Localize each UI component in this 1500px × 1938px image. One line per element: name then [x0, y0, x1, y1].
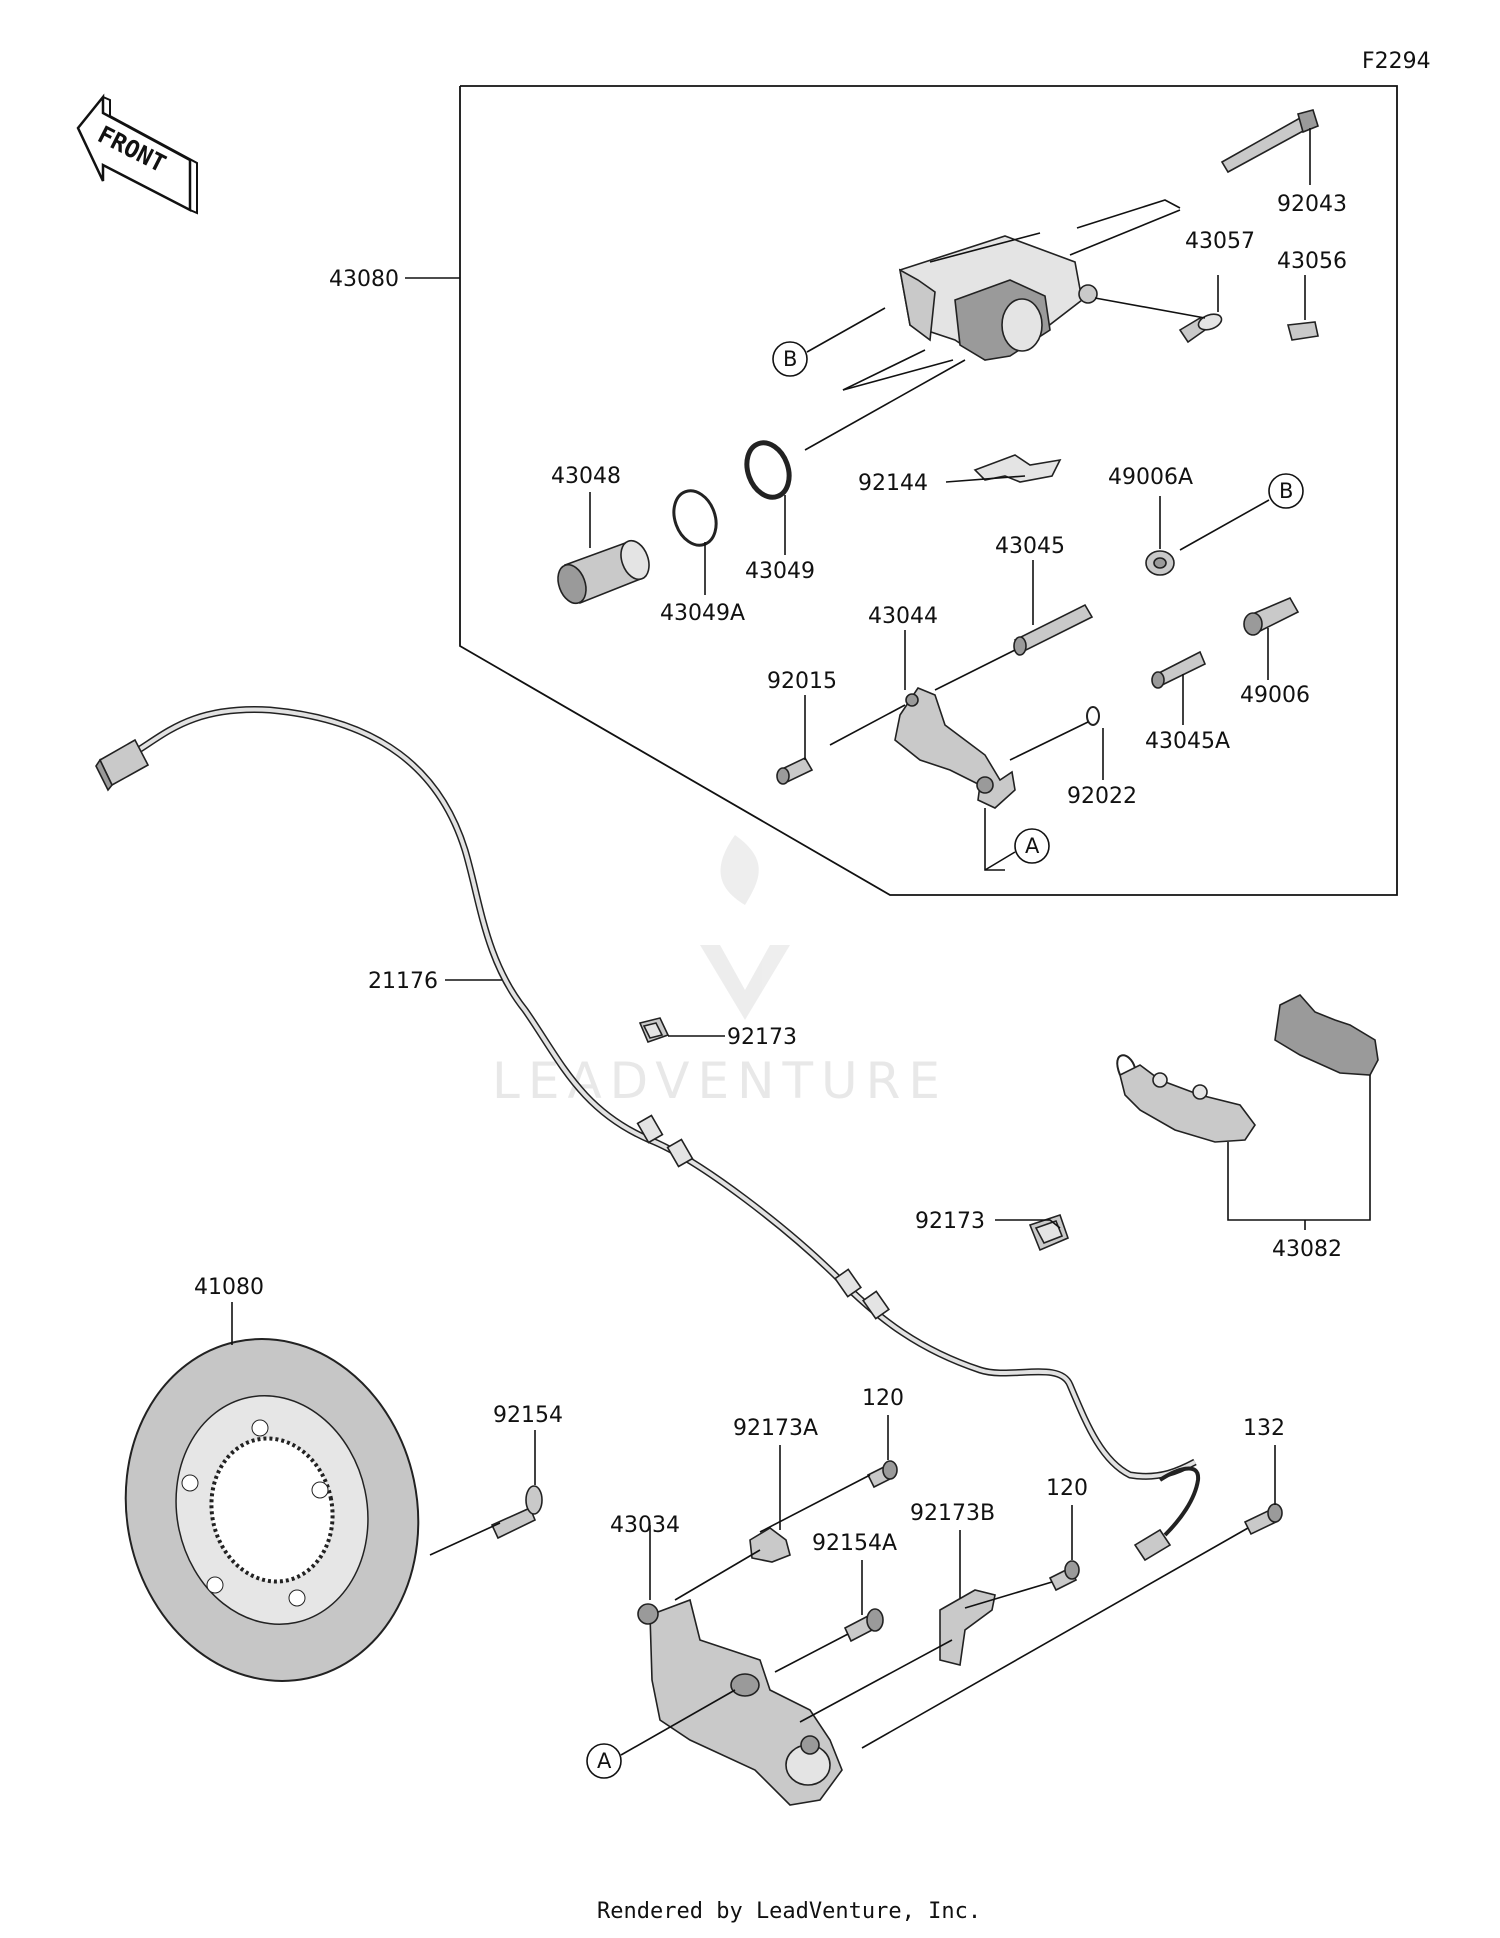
- bolt-120-upper: [866, 1460, 898, 1489]
- bolt-92015: [776, 756, 814, 785]
- ref-marker-a-bottom: A: [586, 1743, 622, 1779]
- bracket-92173b: [939, 1589, 996, 1666]
- part-label-21176: 21176: [368, 969, 438, 994]
- bracket-43034: [637, 1598, 843, 1806]
- pin-43045a: [1151, 650, 1207, 689]
- part-label-92173b: 92173B: [910, 1501, 995, 1526]
- ring-92022: [1086, 706, 1100, 726]
- part-label-43045: 43045: [995, 534, 1065, 559]
- part-label-43045a: 43045A: [1145, 729, 1230, 754]
- ref-marker-b-right: B: [1268, 473, 1304, 509]
- part-label-92154a: 92154A: [812, 1531, 897, 1556]
- part-label-43056: 43056: [1277, 249, 1347, 274]
- caliper-body: [898, 232, 1098, 361]
- part-label-132: 132: [1243, 1416, 1285, 1441]
- piston-43048: [557, 539, 650, 605]
- svg-text:A: A: [597, 1749, 612, 1773]
- seal-43049a: [672, 489, 718, 547]
- svg-text:B: B: [1279, 479, 1293, 503]
- bolt-92154a: [843, 1608, 884, 1643]
- part-label-120-upper: 120: [862, 1386, 904, 1411]
- part-label-49006a: 49006A: [1108, 465, 1193, 490]
- part-label-43082: 43082: [1272, 1237, 1342, 1262]
- brake-pads-43082: [1116, 994, 1379, 1143]
- seal-43049: [744, 440, 792, 500]
- bracket-43044: [894, 687, 1016, 809]
- clamp-92173-middle: [1028, 1213, 1070, 1252]
- ref-marker-b-top: B: [772, 341, 808, 377]
- boot-49006a: [1145, 550, 1175, 576]
- part-label-43034: 43034: [610, 1513, 680, 1538]
- ref-marker-a-top: A: [1014, 828, 1050, 864]
- part-label-92154: 92154: [493, 1403, 563, 1428]
- part-label-43080: 43080: [329, 267, 399, 292]
- bolt-132: [1243, 1503, 1283, 1536]
- bolt-92043: [1220, 109, 1319, 174]
- part-label-92173-middle: 92173: [915, 1209, 985, 1234]
- watermark: LEADVENTURE: [492, 835, 948, 1110]
- clamp-92173-top: [638, 1017, 670, 1044]
- watermark-text: LEADVENTURE: [492, 1052, 948, 1110]
- part-label-120-lower: 120: [1046, 1476, 1088, 1501]
- front-arrow-icon: FRONT: [76, 93, 198, 215]
- footer-credit: Rendered by LeadVenture, Inc.: [597, 1899, 981, 1924]
- svg-text:B: B: [783, 347, 797, 371]
- abs-sensor-cable-21176: [95, 706, 1201, 1562]
- bolt-120-lower: [1048, 1560, 1080, 1592]
- cap-43056: [1286, 321, 1319, 341]
- part-label-41080: 41080: [194, 1275, 264, 1300]
- bracket-92173a: [749, 1527, 791, 1563]
- part-label-92043: 92043: [1277, 192, 1347, 217]
- part-label-43044: 43044: [868, 604, 938, 629]
- part-label-43049a: 43049A: [660, 601, 745, 626]
- bleeder-43057: [1178, 313, 1223, 344]
- part-label-43057: 43057: [1185, 229, 1255, 254]
- part-label-43049: 43049: [745, 559, 815, 584]
- part-label-92015: 92015: [767, 669, 837, 694]
- pad-spring-92144: [973, 454, 1062, 483]
- part-label-92173a: 92173A: [733, 1416, 818, 1441]
- boot-49006: [1243, 596, 1300, 636]
- caliper-assembly-outline: [459, 85, 1398, 896]
- part-label-92022: 92022: [1067, 784, 1137, 809]
- part-label-49006: 49006: [1240, 683, 1310, 708]
- svg-text:A: A: [1025, 834, 1040, 858]
- diagram-code: F2294: [1362, 49, 1431, 74]
- brake-disc-41080: [124, 1338, 420, 1682]
- part-label-92144: 92144: [858, 471, 928, 496]
- bolt-92154: [490, 1485, 543, 1540]
- part-label-43048: 43048: [551, 464, 621, 489]
- part-label-92173-top: 92173: [727, 1025, 797, 1050]
- pin-43045: [1013, 603, 1094, 656]
